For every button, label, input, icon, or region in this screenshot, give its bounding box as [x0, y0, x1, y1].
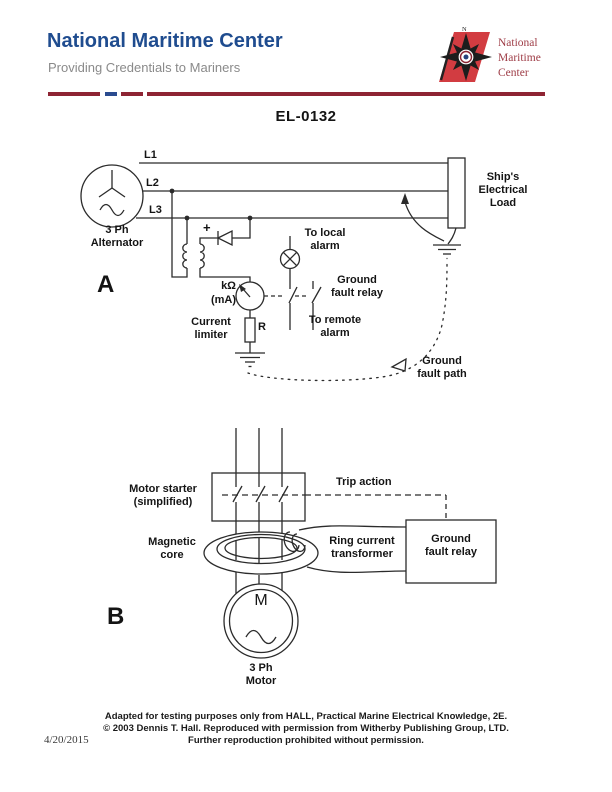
fault-current-arrow	[401, 193, 445, 242]
label-line: alarm	[310, 239, 340, 252]
diode-symbol	[216, 218, 251, 247]
phase-label-l3: L3	[149, 204, 162, 216]
label-line: Ground	[337, 274, 377, 286]
page-title: National Maritime Center	[47, 30, 283, 52]
diode-polarity-label: +	[203, 220, 211, 235]
header-rule-segment	[121, 92, 143, 96]
magnetic-core-label: Magnetic core	[136, 536, 208, 561]
logo-word-line: National	[498, 37, 538, 49]
label-line: To remote	[308, 314, 362, 326]
compass-n-letter: N	[462, 26, 467, 33]
header-rule-segment	[147, 92, 545, 96]
ground-fault-path-label: Ground fault path	[407, 355, 477, 380]
fault-path-arrowhead	[390, 357, 407, 372]
header-rule-blue-segment	[105, 92, 117, 96]
label-line: Alternator	[90, 236, 144, 249]
label-line: fault relay	[425, 546, 477, 558]
ships-load-box	[447, 157, 466, 229]
label-line: alarm	[320, 326, 350, 339]
local-alarm-label: To local alarm	[292, 227, 358, 252]
relay-contacts	[264, 268, 322, 330]
label-line: 3 Ph	[249, 662, 273, 674]
copyright-footer: Adapted for testing purposes only from H…	[0, 711, 612, 747]
phase-label-l1: L1	[144, 149, 157, 161]
label-line: fault relay	[331, 286, 383, 299]
ground-fault-path-dotted	[247, 263, 448, 382]
current-limiter-resistor	[244, 310, 256, 353]
label-line: (simplified)	[133, 495, 193, 508]
label-line: Ground	[431, 533, 471, 545]
label-line: To local	[304, 227, 346, 239]
phase-label-l2: L2	[146, 177, 159, 189]
section-b-label: B	[107, 603, 125, 630]
logo-wordmark: National Maritime Center	[498, 36, 541, 81]
meter-ma-label: (mA)	[210, 294, 236, 306]
phase-bus-lines	[136, 162, 448, 221]
label-line: limiter	[194, 328, 228, 341]
pickup-coil	[283, 531, 300, 553]
ct-wires-to-relay	[298, 525, 407, 574]
motor-label: 3 Ph Motor	[234, 662, 288, 687]
supply-lines	[235, 428, 283, 473]
lamp-symbol	[279, 236, 301, 270]
label-line: Motor starter	[129, 483, 197, 495]
resistor-label: R	[258, 321, 266, 333]
load-ground-symbol	[433, 227, 461, 260]
meter-kohm-label: kΩ	[221, 280, 236, 292]
label-line: Load	[489, 197, 517, 209]
seal-center	[463, 54, 469, 60]
footer-line: Adapted for testing purposes only from H…	[104, 711, 508, 722]
label-line: fault path	[417, 367, 467, 380]
label-line: transformer	[331, 548, 393, 560]
magnetic-core-ring	[203, 531, 319, 575]
section-a-label: A	[97, 271, 115, 298]
logo-word-line: Center	[498, 67, 529, 79]
page-subtitle: Providing Credentials to Mariners	[48, 60, 241, 75]
ships-load-label: Ship's Electrical Load	[466, 171, 540, 210]
nmc-logo: N	[439, 26, 492, 82]
footer-line: Further reproduction prohibited without …	[188, 735, 424, 746]
diagram-b	[203, 428, 497, 659]
label-line: Ship's	[486, 171, 520, 183]
label-line: Motor	[245, 674, 277, 687]
starter-contacts	[222, 473, 305, 521]
label-line: Current	[191, 316, 231, 328]
pickup-coil	[291, 533, 306, 553]
alternator-label: 3 Ph Alternator	[73, 224, 161, 249]
remote-alarm-label: To remote alarm	[300, 314, 370, 339]
meter-symbol	[235, 281, 265, 311]
trip-action-dashed-line	[305, 494, 447, 520]
label-line: Electrical	[478, 184, 528, 196]
trip-action-label: Trip action	[336, 476, 392, 488]
motor-starter-label: Motor starter (simplified)	[116, 483, 210, 508]
alternator-symbol	[80, 164, 144, 228]
label-line: core	[160, 548, 184, 561]
transformer-symbol	[171, 191, 251, 282]
ring-ct-label: Ring current transformer	[317, 535, 407, 561]
diagram-a	[80, 157, 466, 382]
logo-word-line: Maritime	[498, 52, 541, 64]
header-rule-segment	[48, 92, 100, 96]
ground-fault-relay-label-b: Ground fault relay	[406, 533, 496, 559]
label-line: Ground	[422, 355, 462, 367]
ground-fault-relay-label-a: Ground fault relay	[317, 274, 397, 299]
document-code: EL-0132	[275, 108, 337, 125]
current-limiter-label: Current limiter	[186, 316, 236, 341]
label-line: 3 Ph	[105, 224, 129, 236]
motor-symbol	[223, 583, 299, 659]
label-line: Ring current	[329, 535, 395, 547]
label-line: Magnetic	[148, 536, 196, 548]
motor-m-symbol: M	[254, 592, 268, 609]
ground-symbol	[235, 352, 265, 368]
footer-line: © 2003 Dennis T. Hall. Reproduced with p…	[103, 723, 509, 734]
document-date: 4/20/2015	[44, 734, 89, 746]
ground-fault-relay-box	[405, 519, 497, 584]
